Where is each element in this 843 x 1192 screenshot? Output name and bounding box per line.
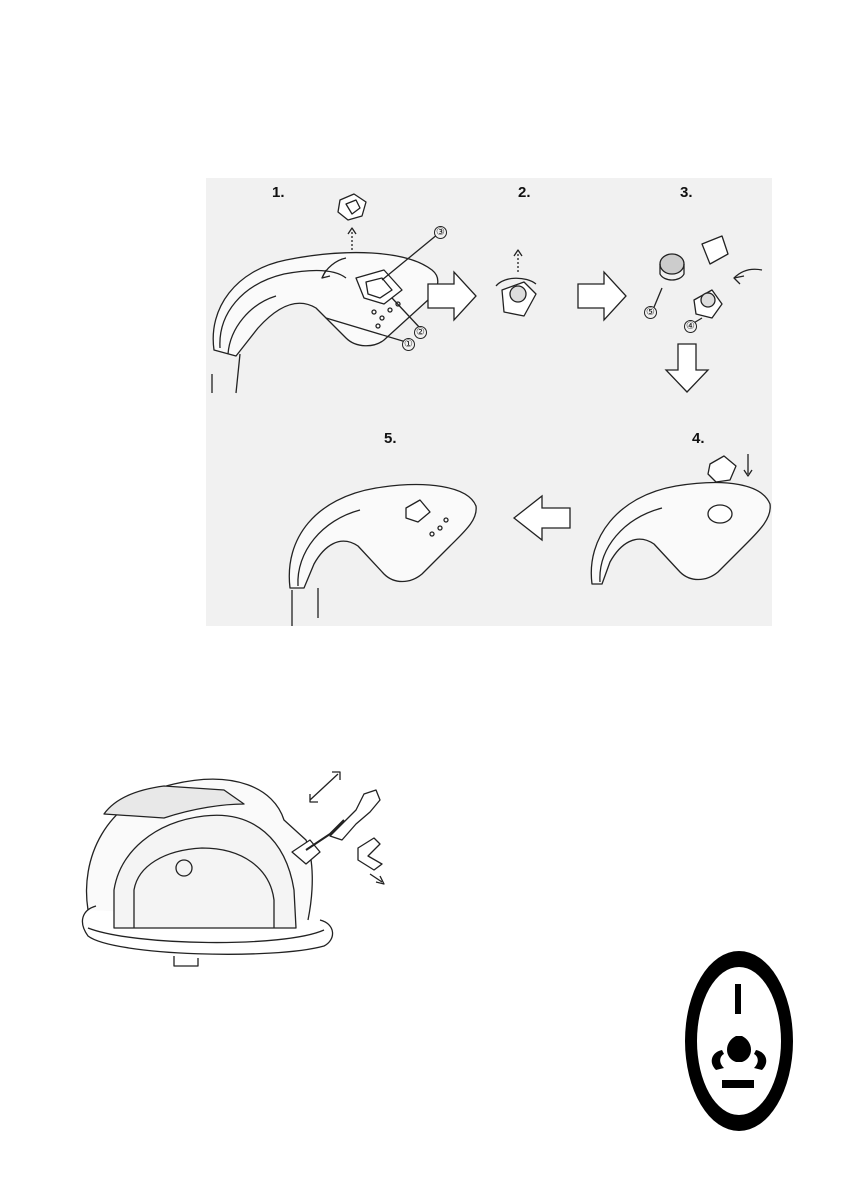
callout-4: ④: [684, 320, 697, 333]
callout-2: ②: [414, 326, 427, 339]
step1-handle-drawing: [212, 194, 438, 393]
power-steam-icon: [684, 950, 794, 1132]
hose-connection-figure: [74, 760, 404, 970]
step-number-1: 1.: [272, 184, 285, 201]
arrow-icon: [578, 272, 626, 320]
arrow-icon: [514, 496, 570, 540]
step-number-3: 3.: [680, 184, 693, 201]
step5-complete-drawing: [289, 485, 476, 626]
step3-filter-drawing: [652, 236, 762, 324]
step2-cap-drawing: [496, 250, 536, 316]
filter-replacement-figure: 1. 2. 3. 4. 5. ③ ② ① ⑤ ④: [206, 178, 772, 626]
step-number-4: 4.: [692, 430, 705, 447]
callout-1: ①: [402, 338, 415, 351]
filter-replacement-drawing: [206, 178, 772, 626]
arrow-icon: [666, 344, 708, 392]
callout-5: ⑤: [644, 306, 657, 319]
step-number-2: 2.: [518, 184, 531, 201]
step4-reassembled-drawing: [591, 454, 770, 584]
callout-3: ③: [434, 226, 447, 239]
hose-connection-drawing: [74, 760, 404, 970]
step-number-5: 5.: [384, 430, 397, 447]
